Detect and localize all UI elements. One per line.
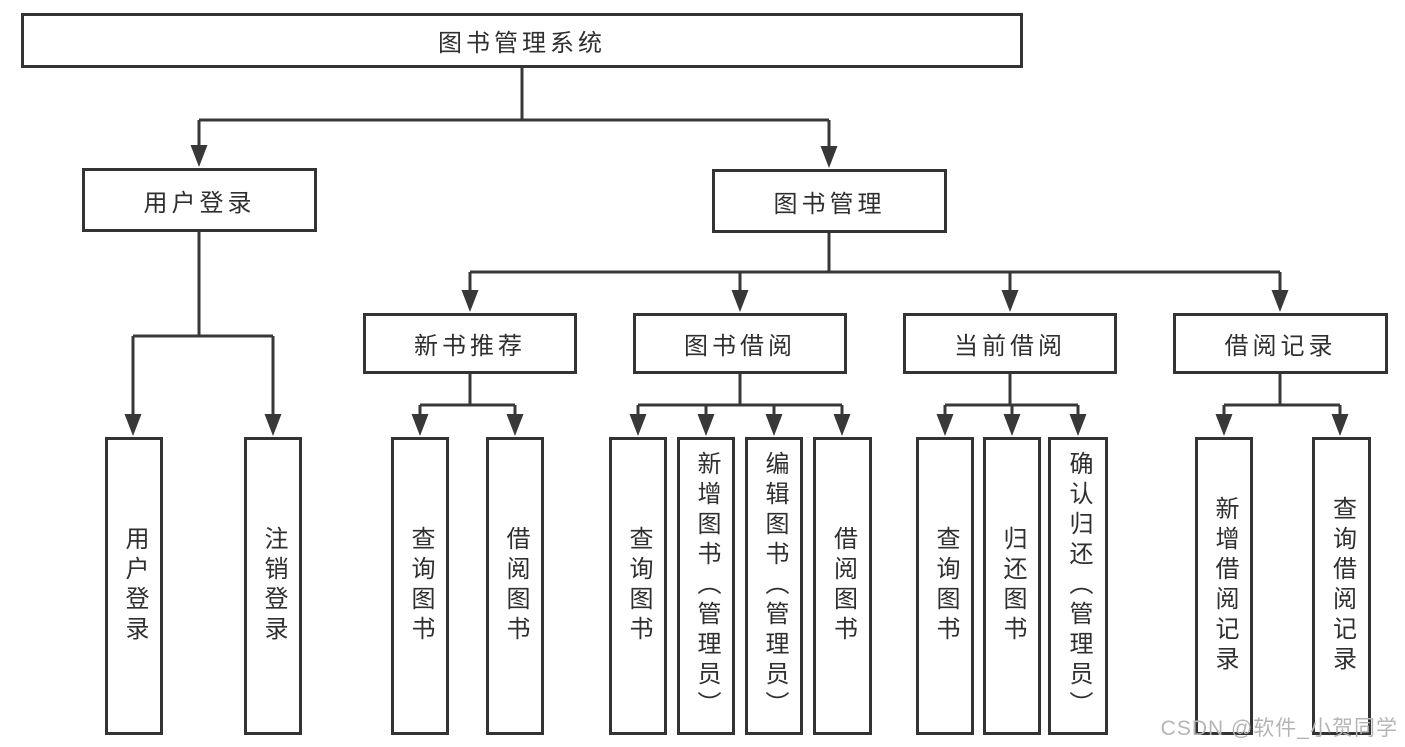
arrowhead	[264, 414, 282, 436]
arrowhead	[765, 414, 783, 436]
leaf-confirm-return-admin-label: 确认归还（管理员）	[1065, 451, 1092, 721]
arrowhead	[629, 414, 647, 436]
node-borrowing-records: 借阅记录	[1173, 313, 1388, 374]
leaf-query-books-current-label: 查询图书	[932, 526, 959, 646]
leaf-return-books: 归还图书	[983, 437, 1041, 735]
leaf-borrow-books-recommend-label: 借阅图书	[502, 526, 529, 646]
arrowhead	[936, 414, 954, 436]
leaf-query-books-recommend-label: 查询图书	[407, 526, 434, 646]
node-book-management: 图书管理	[712, 169, 947, 233]
arrowhead	[833, 414, 851, 436]
leaf-add-borrow-record-label: 新增借阅记录	[1211, 496, 1238, 676]
connector-book-management-to-level3	[461, 233, 1289, 312]
node-root-label: 图书管理系统	[438, 30, 606, 57]
arrowhead	[506, 414, 524, 436]
arrowhead	[1003, 414, 1021, 436]
leaf-query-borrow-record-label: 查询借阅记录	[1328, 496, 1356, 676]
leaf-query-books-borrowing-label: 查询图书	[625, 526, 652, 646]
node-user-login: 用户登录	[82, 168, 317, 232]
leaf-add-books-admin: 新增图书（管理员）	[677, 437, 735, 735]
node-book-management-label: 图书管理	[773, 190, 886, 218]
arrowhead	[697, 414, 715, 436]
leaf-query-books-current: 查询图书	[916, 437, 974, 735]
leaf-edit-books-admin: 编辑图书（管理员）	[745, 437, 803, 735]
leaf-add-books-admin-label: 新增图书（管理员）	[693, 451, 720, 721]
node-current-borrowing-label: 当前借阅	[954, 333, 1066, 360]
leaf-borrow-books-borrowing-label: 借阅图书	[829, 526, 857, 646]
leaf-query-books-borrowing: 查询图书	[609, 437, 667, 735]
node-user-login-label: 用户登录	[143, 189, 256, 217]
arrowhead	[461, 290, 479, 312]
connector-new-book-recommendation-to-leaves	[411, 374, 524, 436]
node-new-book-recommendation-label: 新书推荐	[414, 333, 526, 360]
connector-borrowing-records-to-leaves	[1215, 374, 1349, 436]
node-book-borrowing: 图书借阅	[633, 313, 847, 374]
leaf-user-login-label: 用户登录	[121, 526, 148, 646]
arrowhead	[1069, 414, 1087, 436]
node-borrowing-records-label: 借阅记录	[1224, 333, 1337, 360]
node-book-borrowing-label: 图书借阅	[684, 333, 796, 360]
leaf-logout-login: 注销登录	[244, 437, 302, 735]
node-root: 图书管理系统	[21, 13, 1023, 68]
leaf-user-login: 用户登录	[105, 437, 163, 735]
leaf-borrow-books-recommend: 借阅图书	[486, 437, 544, 735]
arrowhead	[820, 146, 838, 168]
arrowhead	[411, 414, 429, 436]
connector-user-login-to-leaves	[124, 232, 282, 436]
connector-root-to-level2	[190, 68, 838, 168]
leaf-edit-books-admin-label: 编辑图书（管理员）	[761, 451, 788, 721]
leaf-borrow-books-borrowing: 借阅图书	[813, 437, 872, 735]
connector-book-borrowing-to-leaves	[629, 374, 851, 436]
arrowhead	[1271, 290, 1289, 312]
node-new-book-recommendation: 新书推荐	[363, 313, 577, 374]
connector-current-borrowing-to-leaves	[936, 374, 1087, 436]
leaf-logout-login-label: 注销登录	[260, 526, 287, 646]
arrowhead	[124, 414, 142, 436]
leaf-return-books-label: 归还图书	[999, 526, 1026, 646]
leaf-add-borrow-record: 新增借阅记录	[1195, 437, 1253, 735]
arrowhead	[731, 290, 749, 312]
leaf-query-books-recommend: 查询图书	[391, 437, 449, 735]
leaf-query-borrow-record: 查询借阅记录	[1312, 437, 1371, 735]
arrowhead	[190, 145, 208, 167]
arrowhead	[1215, 414, 1233, 436]
node-current-borrowing: 当前借阅	[903, 313, 1117, 374]
watermark: CSDN @软件_小贺同学	[1160, 717, 1398, 740]
arrowhead	[1001, 290, 1019, 312]
leaf-confirm-return-admin: 确认归还（管理员）	[1048, 437, 1108, 735]
arrowhead	[1331, 414, 1349, 436]
